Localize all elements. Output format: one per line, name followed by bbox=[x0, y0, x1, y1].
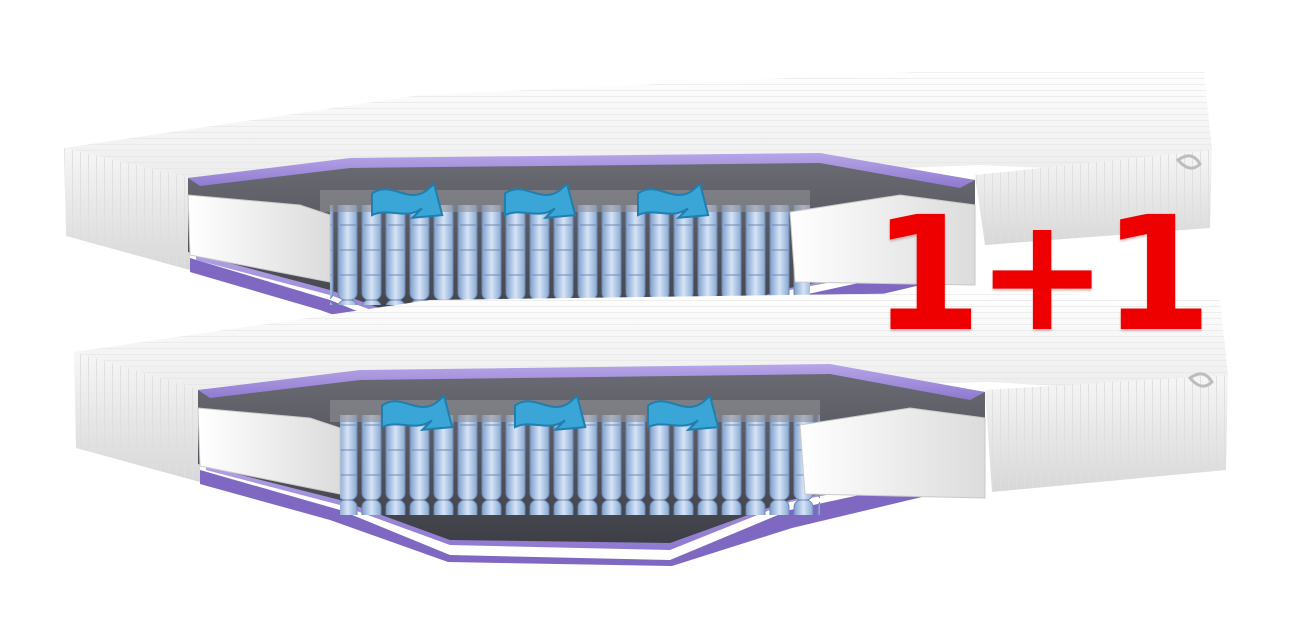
promo-badge: 1+1 bbox=[872, 183, 1212, 367]
mattress-top bbox=[64, 68, 1212, 356]
mattress-bottom bbox=[74, 292, 1228, 566]
